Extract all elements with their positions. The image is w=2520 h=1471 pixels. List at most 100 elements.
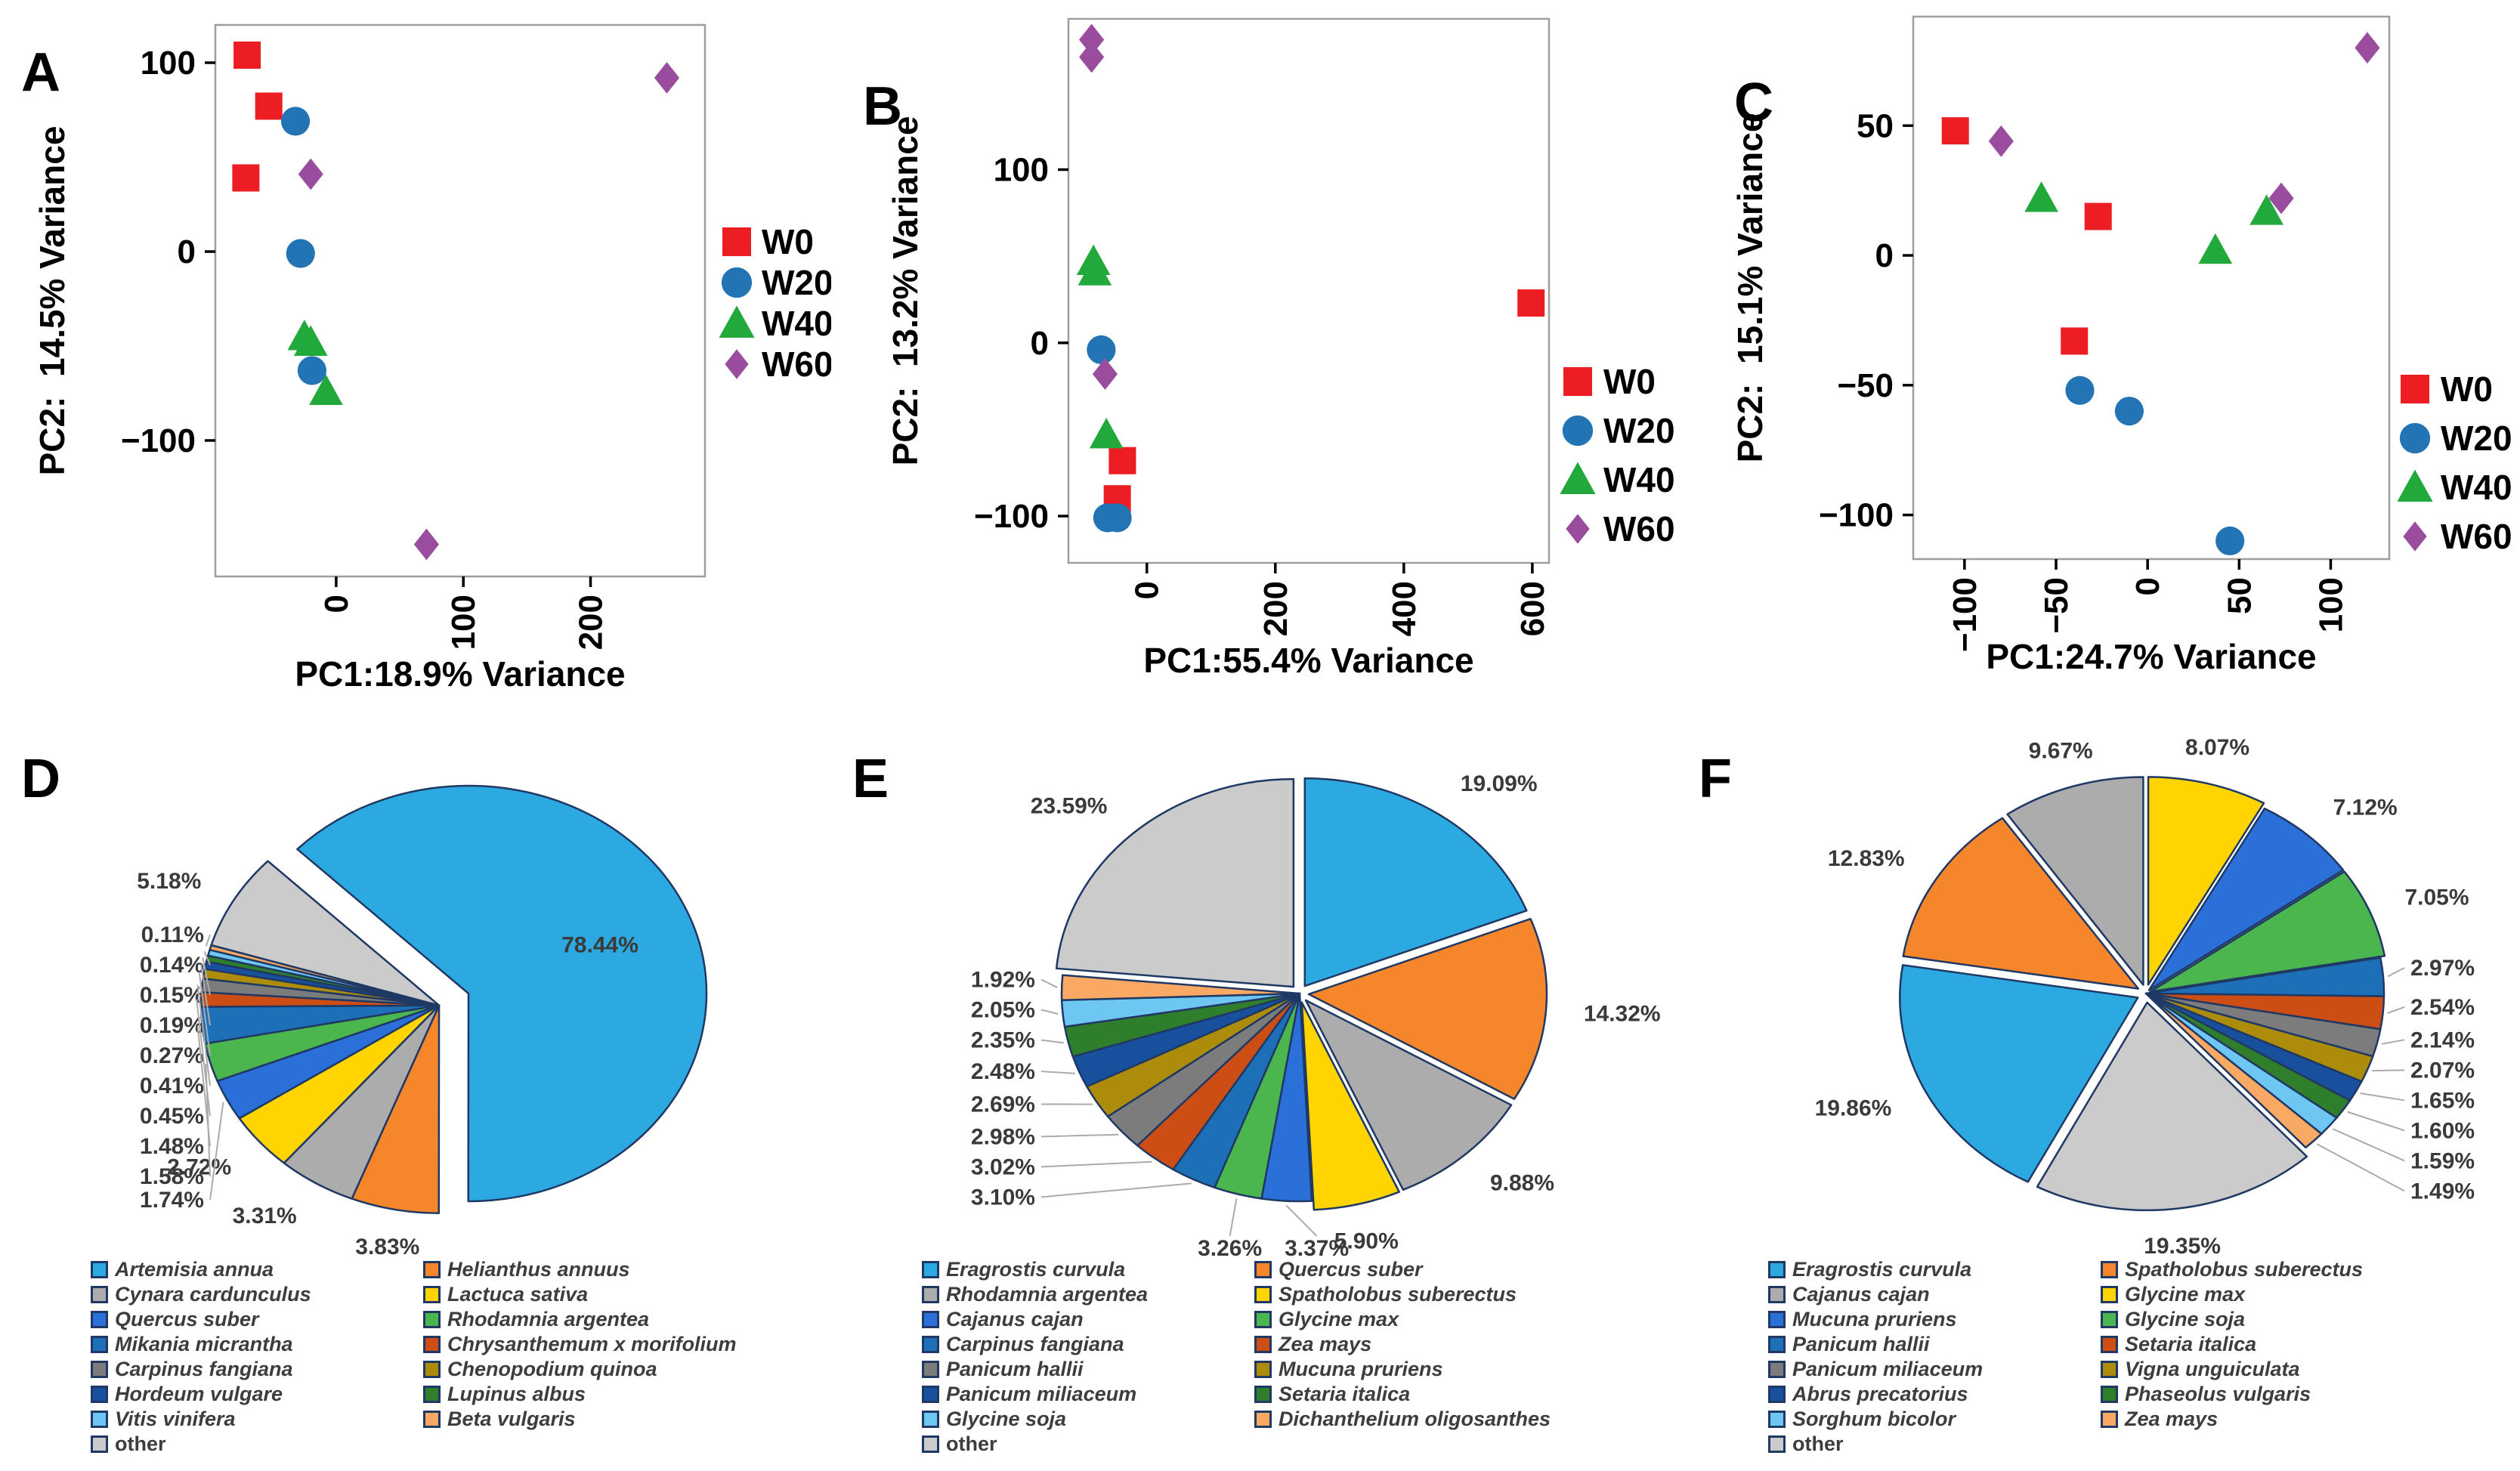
- leader-line: [198, 972, 211, 1056]
- pct-label: 0.19%: [140, 1013, 204, 1038]
- legend-species-label: Quercus suber: [1279, 1258, 1423, 1281]
- series-w20: [1087, 335, 1132, 533]
- pct-label: 2.54%: [2410, 995, 2475, 1020]
- legend-swatch-icon: [423, 1361, 441, 1378]
- pct-label: 3.02%: [971, 1154, 1035, 1179]
- legend-swatch-icon: [1254, 1286, 1272, 1303]
- pct-label: 3.31%: [233, 1204, 297, 1228]
- marker-circle: [2215, 526, 2245, 556]
- marker-triangle: [1078, 255, 1112, 286]
- legend-swatch-icon: [922, 1261, 939, 1278]
- legend-item: other: [922, 1432, 1254, 1457]
- plot-frame: [1912, 15, 2391, 561]
- marker-diamond: [2403, 521, 2427, 552]
- pct-label: 1.58%: [140, 1164, 204, 1189]
- legend-item: Beta vulgaris: [423, 1407, 816, 1432]
- y-tick-label: 100: [994, 151, 1049, 188]
- legend-swatch-icon: [2101, 1386, 2118, 1403]
- plot-frame: [214, 23, 707, 578]
- leader-line: [196, 984, 211, 1086]
- legend-swatch-icon: [91, 1336, 108, 1353]
- x-tick-label: −100: [1946, 577, 1984, 652]
- marker-diamond: [413, 528, 439, 561]
- marker-square: [1941, 117, 1969, 145]
- pct-label: 19.86%: [1815, 1096, 1892, 1121]
- leader-line: [1040, 1133, 1119, 1138]
- marker-triangle: [1089, 417, 1124, 449]
- legend-species-label: Sorghum bicolor: [1792, 1408, 1956, 1430]
- marker-circle: [286, 239, 315, 268]
- pie-slice-spatholobus-suberectus: [1902, 817, 2140, 990]
- marker-triangle: [309, 374, 343, 405]
- legend-item: Hordeum vulgare: [91, 1382, 423, 1407]
- legend-label-w20: W20: [762, 263, 831, 302]
- legend-swatch-icon: [1254, 1386, 1272, 1403]
- legend-label-w20: W20: [1603, 411, 1675, 450]
- pct-label: 9.67%: [2029, 738, 2093, 763]
- pct-label: 2.97%: [2410, 956, 2475, 981]
- marker-triangle: [2397, 469, 2433, 502]
- series-w60: [1079, 23, 1118, 390]
- pct-label: 2.35%: [971, 1028, 1035, 1053]
- marker-triangle: [293, 325, 328, 356]
- legend-item: Quercus suber: [1254, 1257, 1647, 1282]
- pct-label: 3.26%: [1198, 1236, 1262, 1261]
- leader-line: [2332, 1128, 2405, 1162]
- legend-species-label: Zea mays: [1279, 1333, 1372, 1355]
- pct-label: 1.59%: [2410, 1148, 2475, 1173]
- legend-species-label: Artemisia annua: [115, 1258, 274, 1281]
- pct-label: 3.83%: [355, 1235, 419, 1259]
- series-w40: [287, 320, 343, 405]
- pct-label: 5.18%: [137, 869, 201, 894]
- marker-diamond: [1079, 41, 1105, 73]
- pie-slice-quercus-suber: [1307, 917, 1548, 1100]
- leader-line: [2387, 967, 2405, 978]
- pct-label: 0.15%: [140, 983, 204, 1008]
- legend-label-w0: W0: [762, 222, 814, 261]
- marker-diamond: [1079, 23, 1105, 56]
- pie-slice-artemisia-annua: [296, 784, 708, 1203]
- x-tick-label: 200: [573, 595, 610, 650]
- leader-line: [209, 1102, 224, 1201]
- series-w60: [1988, 32, 2380, 215]
- legend-item: Lupinus albus: [423, 1382, 816, 1407]
- legend-swatch-icon: [1768, 1311, 1786, 1328]
- series-w20: [280, 107, 326, 385]
- legend-swatch-icon: [1768, 1386, 1786, 1403]
- leader-line: [1229, 1198, 1238, 1237]
- legend-item: Glycine max: [2101, 1282, 2494, 1307]
- legend-species-label: Glycine soja: [2125, 1308, 2246, 1330]
- legend-swatch-icon: [922, 1386, 939, 1403]
- legend-species-label: Cajanus cajan: [946, 1308, 1084, 1330]
- panel-letter: C: [1734, 73, 1773, 133]
- pct-label: 7.05%: [2404, 885, 2469, 910]
- marker-circle: [2114, 397, 2144, 426]
- legend-swatch-icon: [2101, 1261, 2118, 1278]
- y-tick-label: 0: [178, 233, 196, 270]
- x-tick-label: 50: [2221, 577, 2258, 614]
- marker-diamond: [298, 158, 323, 190]
- legend-swatch-icon: [423, 1411, 441, 1428]
- legend-item: Carpinus fangiana: [922, 1332, 1254, 1357]
- legend-item: Cajanus cajan: [922, 1307, 1254, 1332]
- legend-item: Rhodamnia argentea: [922, 1282, 1254, 1307]
- series-w40: [2024, 181, 2283, 264]
- x-axis-title: PC1:55.4% Variance: [1143, 641, 1473, 680]
- legend-species-label: Lupinus albus: [447, 1383, 586, 1405]
- legend-swatch-icon: [1254, 1311, 1272, 1328]
- marker-square: [1108, 447, 1136, 474]
- legend-swatch-icon: [1768, 1261, 1786, 1278]
- pie-slice-spatholobus-suberectus: [1300, 1001, 1400, 1211]
- x-tick-label: 400: [1386, 581, 1423, 636]
- leader-line: [2381, 1039, 2405, 1045]
- series-w0: [1941, 117, 2112, 355]
- legend-item: Glycine soja: [922, 1407, 1254, 1432]
- pct-label: 8.07%: [2185, 735, 2249, 760]
- legend-species-label: Panicum miliaceum: [1792, 1358, 1984, 1380]
- plot-frame: [1067, 17, 1551, 564]
- legend-swatch-icon: [1768, 1361, 1786, 1378]
